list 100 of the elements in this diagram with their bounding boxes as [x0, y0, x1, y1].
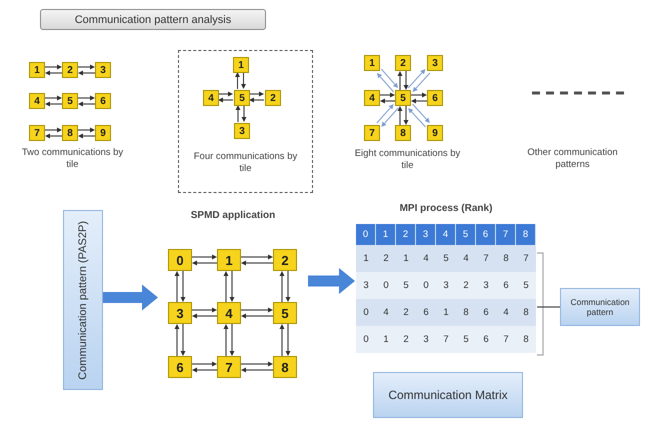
rank-tile: 6: [95, 93, 111, 109]
vertical-label-box: [63, 210, 103, 390]
rank-header: 7: [496, 224, 516, 245]
rank-tile: 9: [427, 125, 443, 141]
arrow: [410, 92, 427, 98]
matrix-value: 1: [356, 245, 376, 272]
connector-line: [536, 306, 560, 308]
matrix-value: 5: [396, 272, 416, 299]
arrow: [240, 254, 273, 260]
rank-header: 0: [356, 224, 376, 245]
node-label: Four communications by tile: [192, 151, 298, 175]
arrow: [248, 92, 264, 96]
rank-tile: 6: [427, 90, 443, 106]
arrow: [398, 71, 402, 90]
info-box: Communication Matrix: [373, 372, 523, 418]
block-arrow: [103, 284, 158, 310]
arrow: [180, 270, 186, 302]
arrow: [224, 324, 228, 356]
arrow: [230, 324, 234, 356]
matrix-value: 8: [516, 326, 536, 353]
arrow: [241, 72, 246, 89]
arrow: [192, 362, 217, 366]
block-arrow: [308, 268, 355, 294]
matrix-value: 1: [436, 299, 456, 326]
rank-tile: 7: [29, 125, 45, 141]
arrow: [45, 134, 62, 138]
rank-tile: 2: [265, 90, 281, 106]
matrix-value: 7: [496, 326, 516, 353]
arrow: [192, 254, 217, 260]
node-label: Eight communications by tile: [354, 148, 462, 172]
arrow: [376, 72, 394, 92]
rank-header: 6: [476, 224, 496, 245]
dashed-frame: [178, 50, 313, 193]
arrow: [398, 106, 402, 126]
rank-tile: 3: [234, 123, 250, 139]
rank-header: 3: [416, 224, 436, 245]
arrow: [404, 70, 408, 90]
rank-tile: 9: [95, 125, 111, 141]
rank-tile: 1: [29, 62, 45, 78]
arrow: [412, 104, 430, 123]
arrow: [78, 134, 96, 138]
arrow: [174, 271, 180, 302]
rank-tile: 2: [273, 249, 297, 271]
rank-tile: 2: [62, 62, 78, 78]
arrow: [236, 105, 240, 122]
rank-header: 1: [376, 224, 396, 245]
caption: Other communication patterns: [526, 147, 619, 171]
rank-tile: 7: [364, 125, 380, 141]
arrow: [280, 324, 284, 356]
matrix-value: 2: [396, 326, 416, 353]
arrow: [242, 104, 246, 122]
matrix-value: 6: [496, 272, 516, 299]
rank-tile: 5: [234, 90, 250, 106]
rank-tile: 1: [233, 57, 249, 73]
arrow: [249, 98, 264, 102]
matrix-value: 8: [456, 299, 476, 326]
arrow: [78, 70, 96, 76]
matrix-value: 0: [356, 326, 376, 353]
matrix-value: 6: [476, 326, 496, 353]
rank-tile: 3: [168, 302, 192, 324]
rank-tile: 7: [217, 356, 241, 378]
rank-tile: 5: [62, 93, 78, 109]
arrow: [381, 108, 399, 127]
arrow: [411, 98, 428, 104]
rank-tile: 4: [217, 302, 241, 324]
matrix-value: 0: [376, 272, 396, 299]
arrow: [218, 98, 234, 102]
matrix-value: 2: [376, 245, 396, 272]
matrix-value: 5: [516, 272, 536, 299]
section-heading: SPMD application: [190, 210, 276, 222]
matrix-value: 3: [436, 272, 456, 299]
matrix-value: 1: [396, 245, 416, 272]
matrix-value: 1: [376, 326, 396, 353]
rank-tile: 8: [395, 125, 411, 141]
arrow: [376, 104, 394, 124]
node-label: Two communications by tile: [20, 147, 124, 171]
arrow: [78, 102, 96, 106]
rank-tile: 0: [168, 249, 192, 271]
rank-tile: 3: [427, 55, 443, 71]
rank-tile: 4: [364, 90, 380, 106]
table-heading: MPI process (Rank): [398, 203, 494, 215]
matrix-value: 7: [436, 326, 456, 353]
arrow: [404, 106, 408, 125]
rank-tile: 5: [273, 302, 297, 324]
arrow: [408, 69, 426, 88]
arrow: [412, 72, 430, 92]
rank-tile: 4: [203, 90, 219, 106]
rank-header: 4: [436, 224, 456, 245]
matrix-value: 3: [356, 272, 376, 299]
arrow: [408, 108, 426, 128]
rank-tile: 3: [95, 62, 111, 78]
matrix-value: 2: [456, 272, 476, 299]
arrow: [241, 314, 274, 318]
arrow: [286, 324, 290, 356]
matrix-value: 7: [476, 245, 496, 272]
matrix-value: 7: [516, 245, 536, 272]
matrix-value: 5: [456, 326, 476, 353]
arrow: [224, 271, 228, 302]
matrix-value: 4: [376, 299, 396, 326]
rank-header: 2: [396, 224, 416, 245]
